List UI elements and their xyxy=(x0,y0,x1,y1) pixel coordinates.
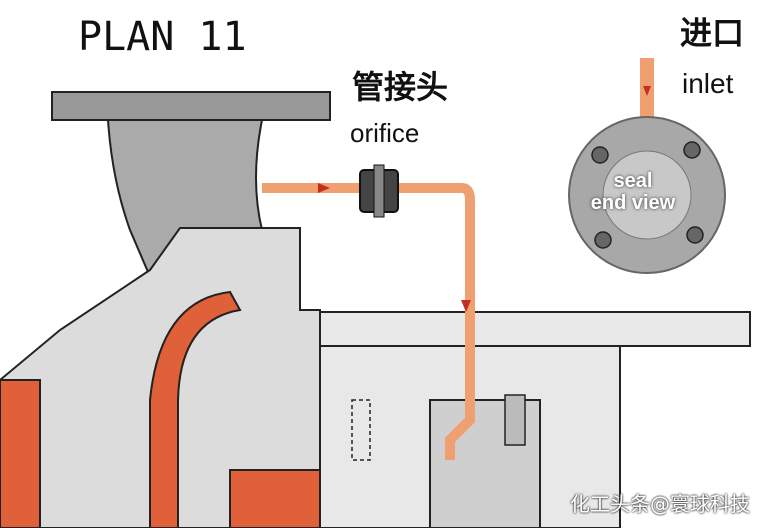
plan-title: PLAN 11 xyxy=(78,14,247,60)
watermark: 化工头条@寰球科技 xyxy=(570,492,750,516)
bearing-housing xyxy=(319,311,751,347)
seal-spring xyxy=(504,394,526,446)
inlet-label-en: inlet xyxy=(682,68,734,99)
flow-arrow xyxy=(461,300,471,312)
discharge-flange xyxy=(51,91,331,121)
impeller-volute xyxy=(0,379,41,528)
orifice-label-cn: 管接头 xyxy=(352,68,449,106)
inlet-arrow xyxy=(643,86,651,96)
impeller xyxy=(149,290,242,528)
seal-label-line1: seal xyxy=(613,170,653,192)
inlet-label-cn: 进口 xyxy=(680,14,745,52)
seal-end-view-bore xyxy=(602,150,692,240)
orifice-label-en: orifice xyxy=(350,118,420,148)
seal-label-line2: end view xyxy=(590,192,676,214)
gland-bolt xyxy=(351,399,371,461)
bolt-icons xyxy=(591,141,704,249)
flow-arrow xyxy=(318,183,330,193)
orifice-plate xyxy=(373,164,385,218)
flush-line xyxy=(262,183,475,460)
